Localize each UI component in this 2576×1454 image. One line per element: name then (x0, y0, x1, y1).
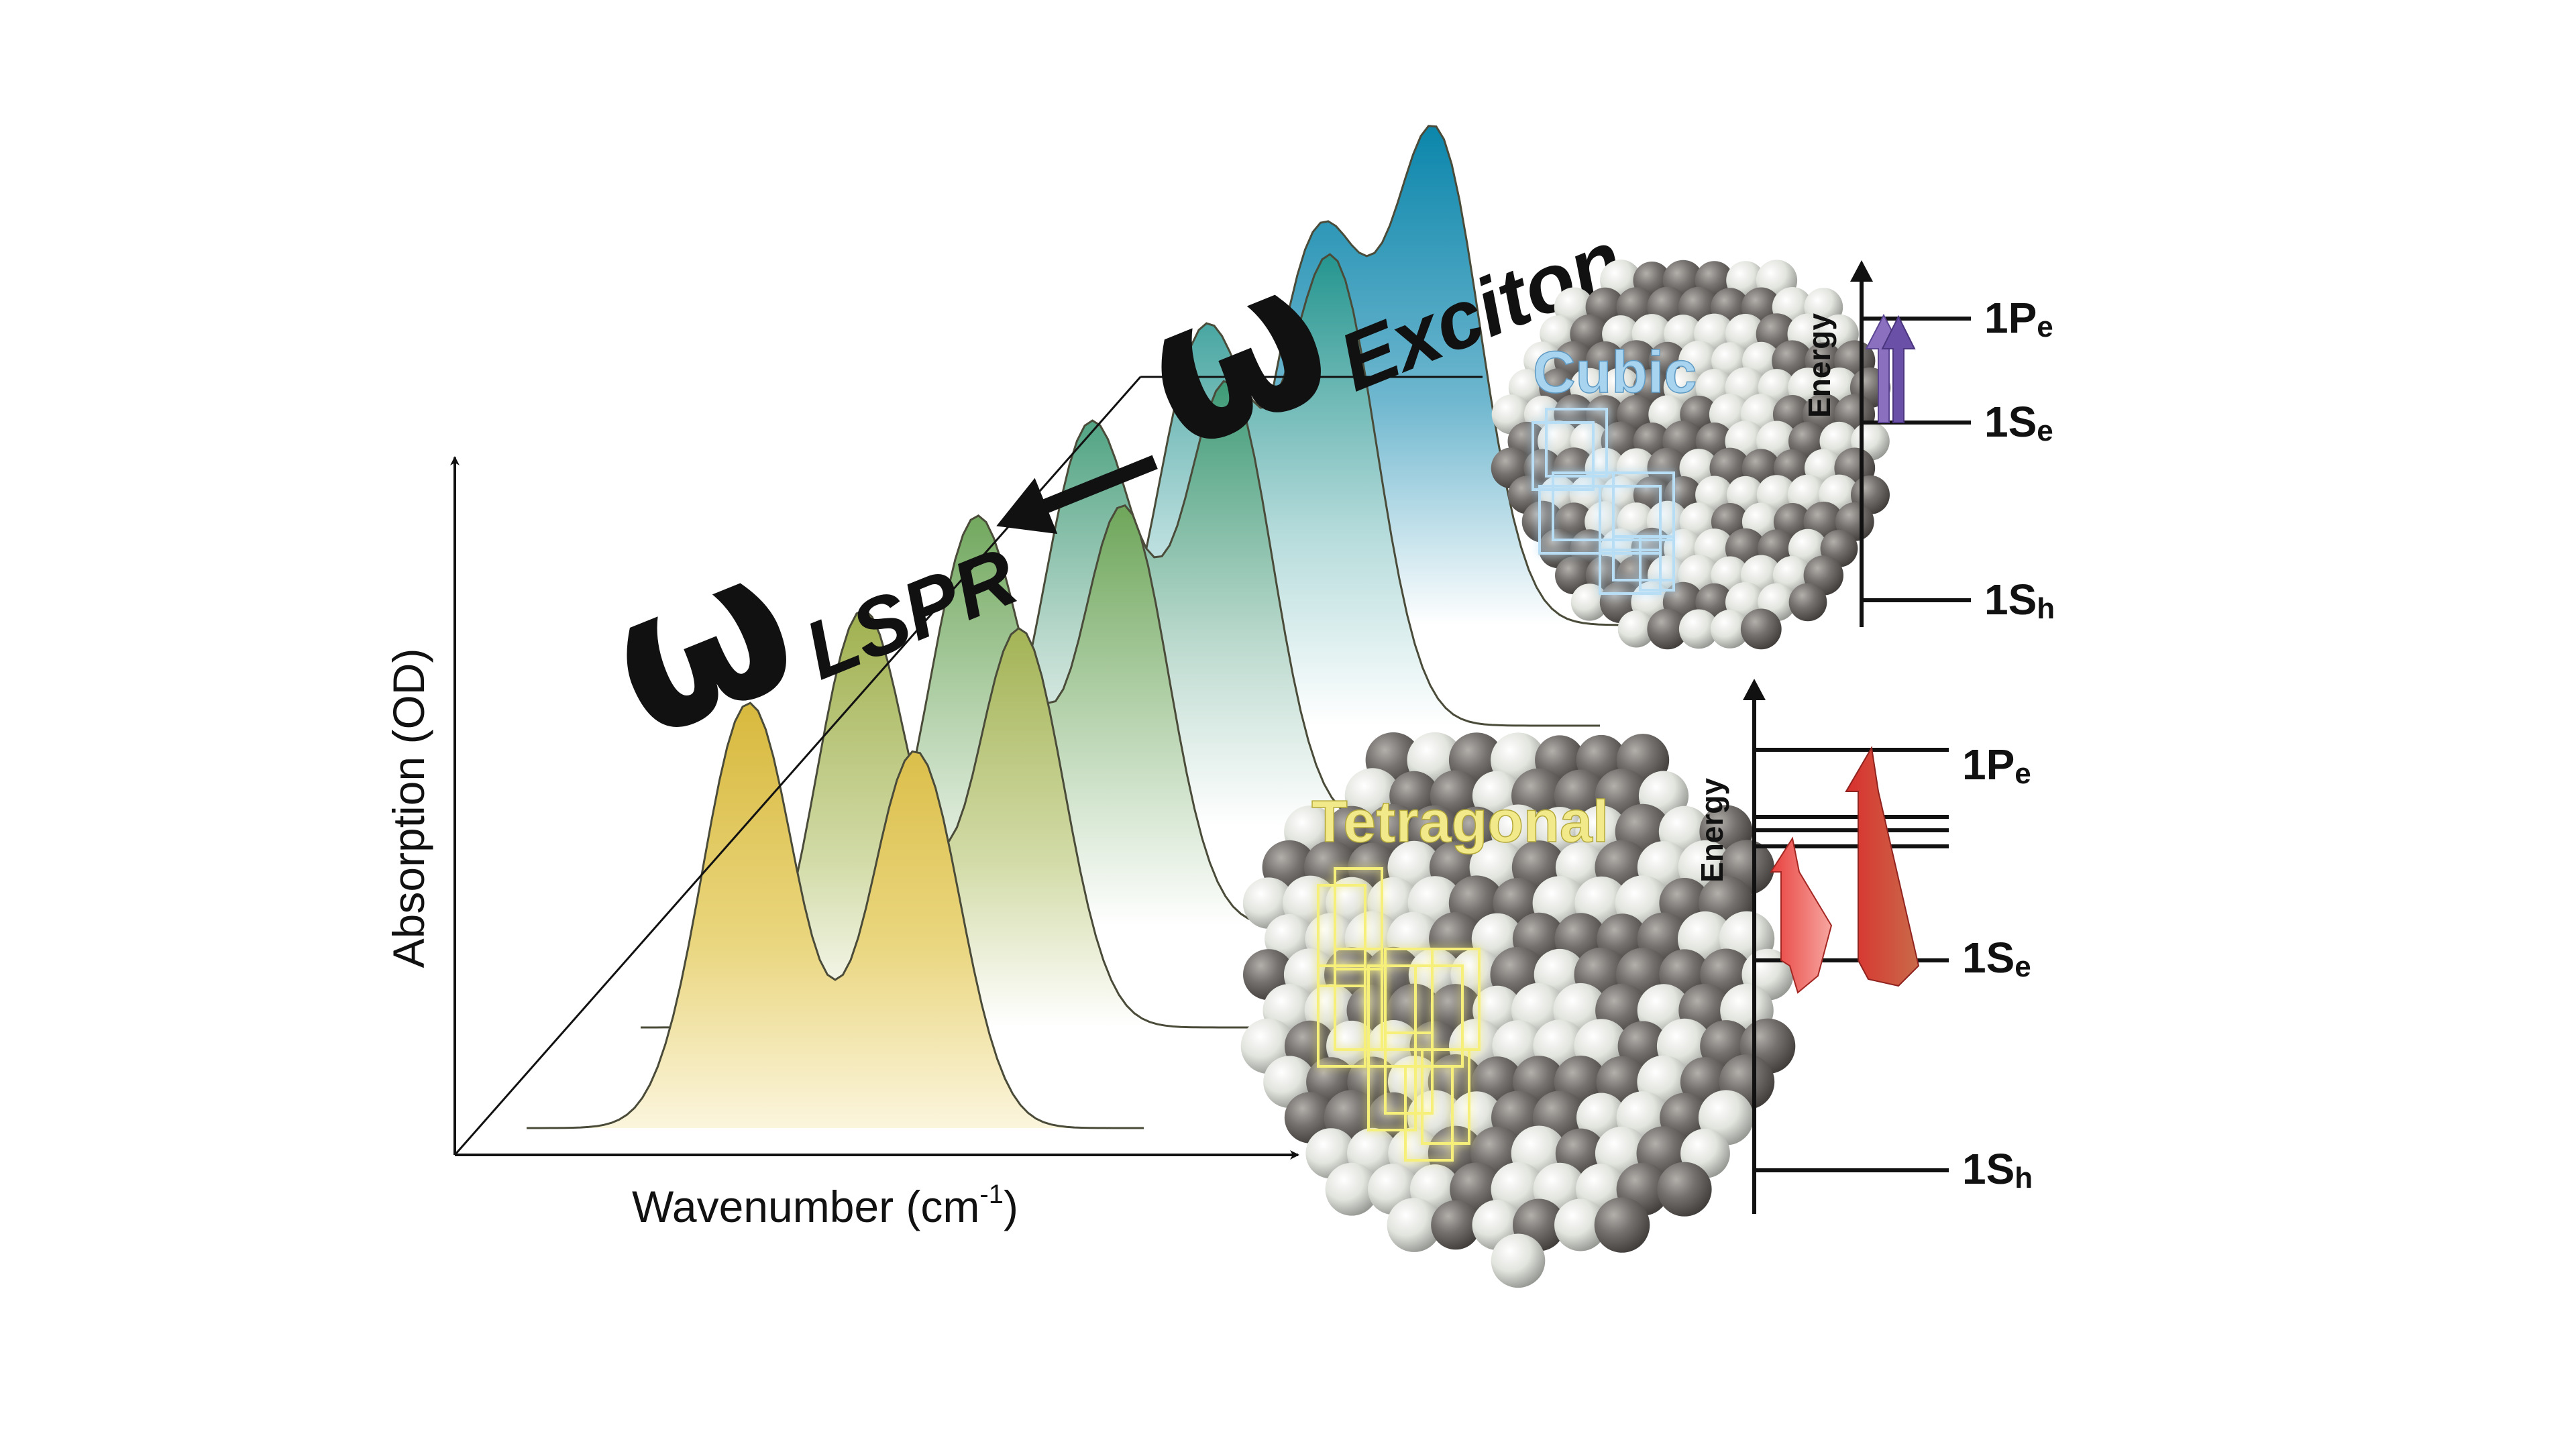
tetragonal-atom-141 (1657, 1162, 1712, 1217)
cubic-label: Cubic (1533, 339, 1697, 405)
cubic-energy-axis-head (1850, 260, 1873, 282)
cubic-label-1se-main: 1S (1984, 398, 2037, 446)
tetragonal-energy-diagram: Energy 1Pe 1Se 1Sh (1695, 679, 2033, 1214)
cubic-energy-diagram: Energy 1Pe 1Se 1Sh (1802, 260, 2055, 627)
cubic-atom-137 (1710, 610, 1750, 649)
cubic-transition-arrow-b (1881, 315, 1916, 423)
cubic-unit-cells (1532, 408, 1675, 595)
tetragonal-atom-142 (1387, 1198, 1442, 1252)
tetragonal-transition-arrow-a (1770, 836, 1833, 994)
shift-arrow-head (996, 478, 1058, 535)
tetragonal-atom-148 (1491, 1233, 1546, 1288)
omega-lspr-symbol: ω (576, 502, 826, 784)
tetragonal-unit-cells (1317, 867, 1481, 1162)
cubic-label-1pe-main: 1P (1984, 294, 2037, 342)
tetragonal-transition-arrows (1770, 746, 1920, 994)
tetragonal-label-1pe: 1Pe (1962, 740, 2031, 790)
cubic-transition-arrows (1865, 313, 1916, 423)
cubic-label-1sh-sub: h (2037, 592, 2055, 625)
tetragonal-label-1sh-sub: h (2015, 1162, 2033, 1194)
cubic-label-1se-sub: e (2037, 414, 2053, 447)
tetragonal-label-1pe-sub: e (2015, 757, 2031, 790)
cubic-label-1sh-main: 1S (1984, 575, 2037, 624)
tetragonal-atom-133 (1325, 1162, 1379, 1216)
cubic-label-1se: 1Se (1984, 398, 2053, 447)
spectrum-curve-0 (527, 702, 1144, 1129)
spectrum-fill-0 (527, 703, 1144, 1128)
shift-arrow-shaft (1030, 455, 1158, 518)
x-axis-title-main: Wavenumber (cm (632, 1182, 979, 1231)
tetragonal-atom-146 (1554, 1198, 1607, 1251)
cubic-label-1pe: 1Pe (1984, 294, 2053, 343)
cubic-label-1pe-sub: e (2037, 311, 2053, 343)
cubic-label-1sh: 1Sh (1984, 575, 2055, 625)
cubic-atom-134 (1617, 610, 1655, 648)
tetragonal-label-1se-main: 1S (1962, 934, 2015, 982)
cubic-atom-135 (1647, 608, 1688, 650)
cubic-nanocrystal: Cubic (1491, 260, 1891, 650)
cubic-energy-label: Energy (1802, 313, 1837, 418)
cubic-atom-cluster (1491, 260, 1891, 650)
tetragonal-energy-axis-head (1743, 679, 1766, 700)
spectra-waterfall (527, 125, 1714, 1129)
shift-arrow (996, 455, 1158, 535)
cubic-atom-136 (1678, 609, 1719, 649)
axes (450, 456, 1299, 1160)
x-axis-title-end: ) (1004, 1182, 1018, 1231)
y-axis-title: Absorption (OD) (384, 649, 433, 968)
tetragonal-transition-arrow-b (1845, 746, 1920, 987)
tetragonal-label-1sh: 1Sh (1962, 1145, 2033, 1194)
tetragonal-label-1se-sub: e (2015, 950, 2031, 983)
cubic-atom-133 (1788, 583, 1827, 622)
tetragonal-label-1se: 1Se (1962, 934, 2031, 983)
tetragonal-nanocrystal: Tetragonal (1240, 732, 1796, 1288)
tetragonal-atom-147 (1594, 1197, 1650, 1253)
tetragonal-label-1pe-main: 1P (1962, 740, 2015, 789)
tetragonal-label-1sh-main: 1S (1962, 1145, 2015, 1193)
tetragonal-energy-label: Energy (1695, 778, 1729, 883)
x-axis-title: Wavenumber (cm-1) (632, 1180, 1018, 1231)
tetragonal-atom-143 (1431, 1200, 1481, 1250)
tetragonal-label: Tetragonal (1311, 788, 1609, 854)
x-axis-title-sup: -1 (979, 1180, 1004, 1209)
cubic-atom-138 (1740, 608, 1782, 650)
tetragonal-atom-cluster (1240, 732, 1796, 1288)
